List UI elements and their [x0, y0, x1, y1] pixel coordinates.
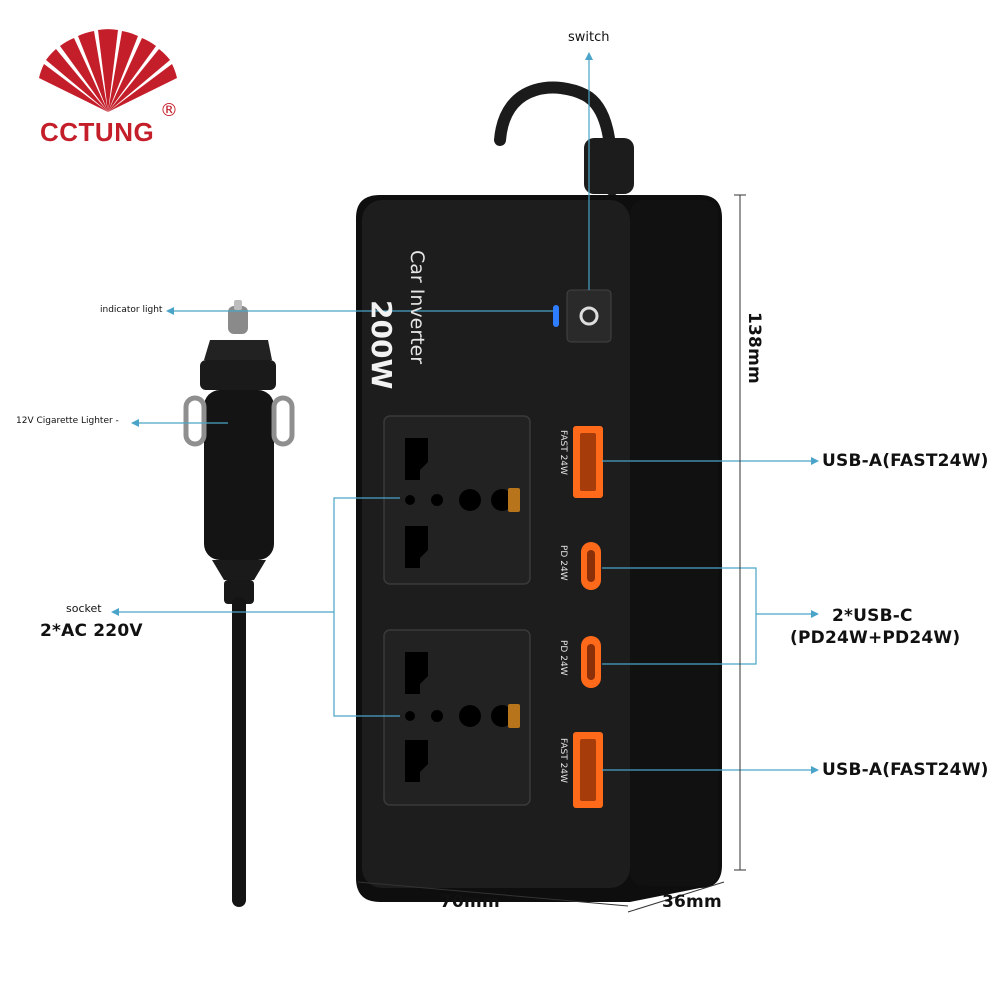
callout-lines	[115, 56, 815, 771]
power-switch	[566, 289, 612, 343]
usb-c-bottom-port-label: PD 24W	[558, 640, 568, 676]
width-dimension-label: 70mm	[440, 892, 500, 912]
callout-arrowheads	[111, 52, 819, 774]
usb-c-callout-line2: (PD24W+PD24W)	[790, 628, 961, 648]
socket-label: socket	[66, 602, 102, 615]
product-wattage: 200W	[365, 300, 398, 390]
usb-a-port-bottom	[573, 732, 603, 808]
cigarette-lighter-plug	[183, 300, 295, 907]
cigarette-lighter-label: 12V Cigarette Lighter -	[16, 416, 119, 426]
usb-c-callout-line1: 2*USB-C	[832, 606, 913, 626]
indicator-light	[553, 305, 559, 327]
socket-spec-label: 2*AC 220V	[40, 621, 143, 641]
ac-socket-top	[383, 415, 531, 585]
height-dimension-label: 138mm	[744, 312, 764, 384]
brand-logo-icon	[39, 29, 177, 113]
usb-c-port-bottom	[581, 636, 601, 688]
usb-c-top-port-label: PD 24W	[558, 545, 568, 581]
usb-a-bottom-callout: USB-A(FAST24W)	[822, 760, 989, 780]
registered-mark: ®	[160, 100, 178, 121]
dimension-lines	[357, 194, 746, 913]
usb-a-bottom-port-label: FAST 24W	[558, 738, 568, 783]
usb-a-port-top	[573, 426, 603, 498]
usb-c-port-top	[581, 542, 601, 590]
switch-label: switch	[568, 30, 610, 45]
depth-dimension-label: 36mm	[662, 892, 722, 912]
brand-name: CCTUNG	[40, 117, 155, 147]
usb-a-top-callout: USB-A(FAST24W)	[822, 451, 989, 471]
cable-strain-relief	[584, 138, 634, 194]
product-name: Car Inverter	[406, 250, 428, 365]
ac-socket-bottom	[383, 629, 531, 806]
indicator-light-label: indicator light	[100, 305, 163, 315]
usb-a-top-port-label: FAST 24W	[558, 430, 568, 475]
